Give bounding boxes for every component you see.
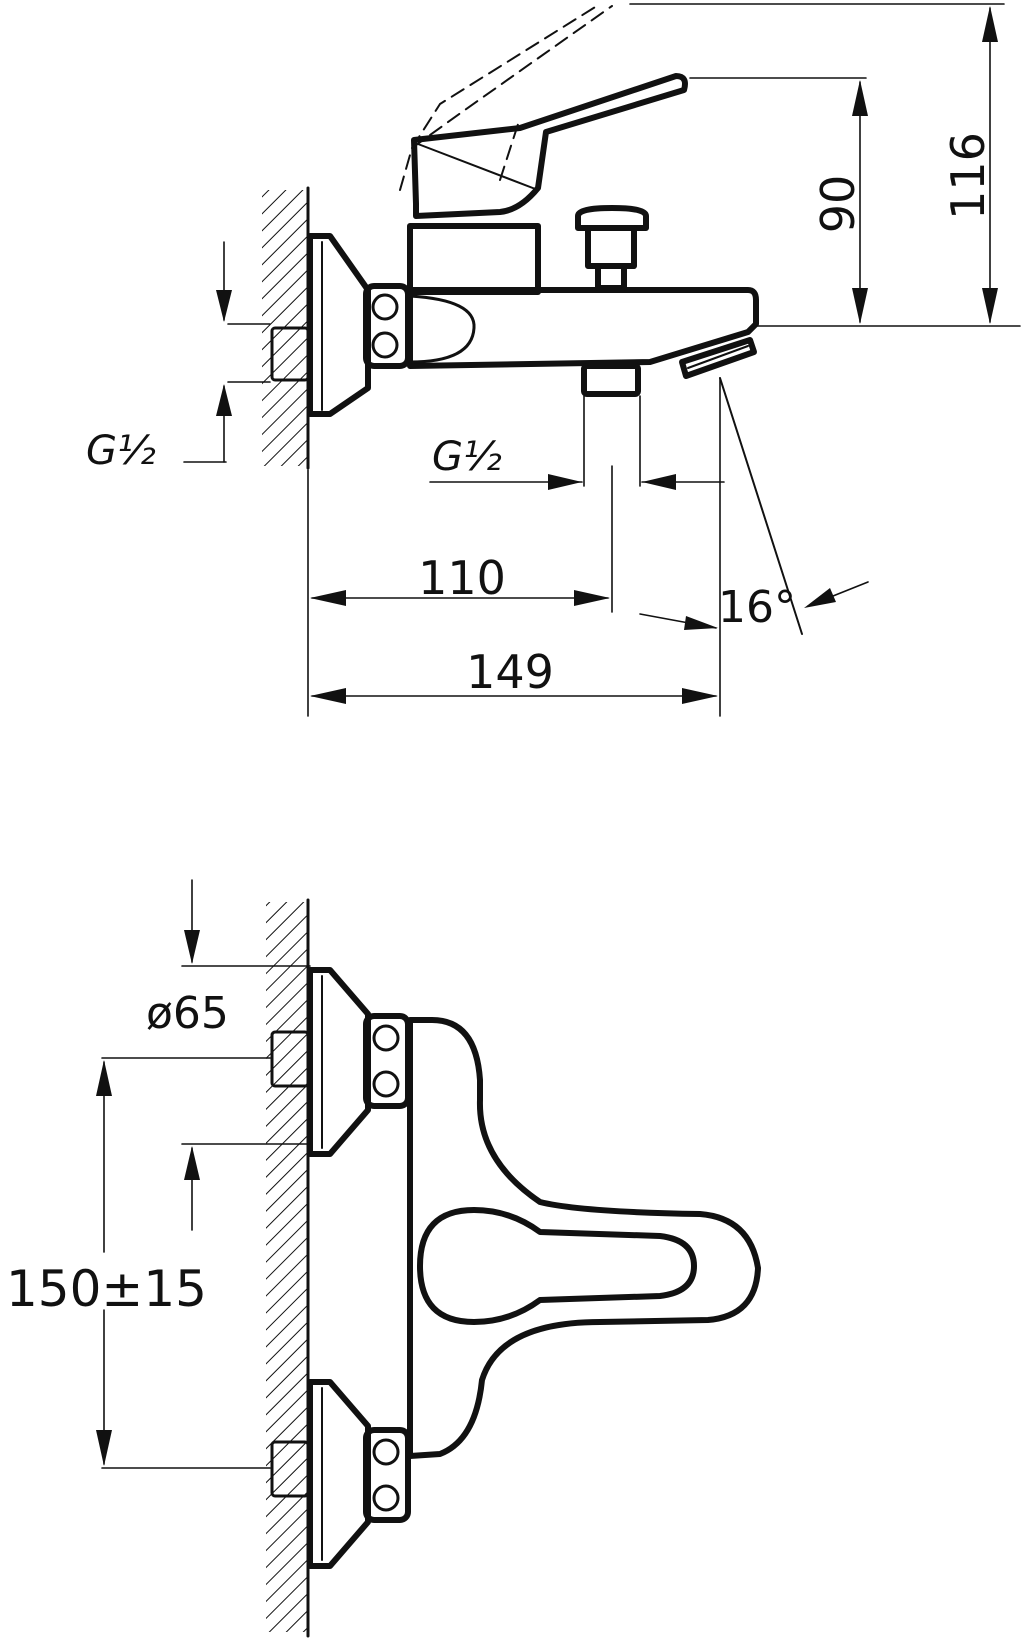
hand-shower-outlet <box>581 363 641 397</box>
connector-nut-side <box>363 283 411 369</box>
front-view: ø65 150±15 <box>6 879 761 1638</box>
diverter-knob <box>575 205 649 291</box>
connector-nut-bottom <box>363 1427 411 1523</box>
label-110: 110 <box>418 551 506 605</box>
mixer-body-side <box>407 287 759 369</box>
dimension-90: 90 <box>811 80 868 324</box>
cartridge-housing <box>407 223 541 295</box>
lever-front <box>417 1207 697 1325</box>
extension-lines-front <box>101 965 311 1469</box>
escutcheon-side <box>307 233 371 417</box>
escutcheon-top <box>307 967 371 1157</box>
wall-front <box>266 898 310 1638</box>
spout-aerator <box>679 337 757 379</box>
label-escutcheon-diameter: ø65 <box>146 988 229 1039</box>
dimension-outlet-thread: G½ <box>429 434 725 490</box>
dimension-110: 110 <box>310 551 610 606</box>
dimension-inlet-spacing: 150±15 <box>6 1060 207 1466</box>
lever-closed <box>411 73 688 219</box>
label-wall-thread: G½ <box>86 428 156 474</box>
extension-lines-side <box>227 3 1021 717</box>
label-90: 90 <box>811 175 865 234</box>
label-149: 149 <box>466 645 554 699</box>
label-outlet-thread: G½ <box>432 434 502 480</box>
label-inlet-spacing: 150±15 <box>6 1260 207 1318</box>
dimension-wall-thread: G½ <box>86 241 232 474</box>
lever-open-dashed <box>399 3 613 191</box>
mixer-body-front <box>407 1017 761 1459</box>
dimension-escutcheon: ø65 <box>146 879 229 1231</box>
dimension-149: 149 <box>310 645 718 704</box>
side-view: 149 110 G½ G½ <box>86 3 1021 717</box>
connector-nut-top <box>363 1013 411 1109</box>
dimension-116: 116 <box>941 6 998 324</box>
label-spout-angle: 16° <box>718 582 796 633</box>
dimension-spout-angle: 16° <box>718 581 869 633</box>
label-116: 116 <box>941 132 995 220</box>
escutcheon-bottom <box>307 1379 371 1569</box>
